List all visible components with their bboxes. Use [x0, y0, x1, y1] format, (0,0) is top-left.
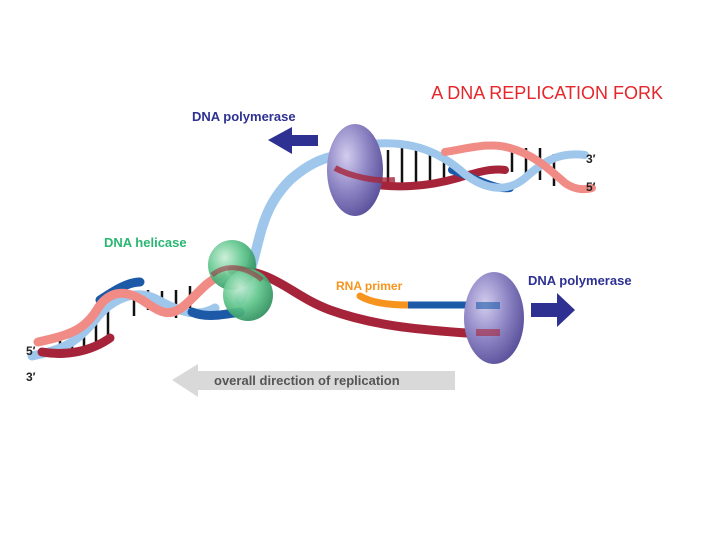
- label-polymerase-top: DNA polymerase: [192, 109, 296, 124]
- arrow-polymerase-top: [268, 127, 318, 154]
- polymerase-bottom: [464, 272, 524, 364]
- end-label-left-5: 5′: [26, 344, 36, 358]
- parental-strand-light: [27, 290, 220, 361]
- end-label-left-3: 3′: [26, 370, 36, 384]
- rna-primer-strand: [356, 292, 412, 309]
- polymerase-top: [327, 124, 396, 216]
- arrow-polymerase-bottom: [531, 293, 575, 327]
- end-label-top-3: 3′: [586, 152, 596, 166]
- label-helicase: DNA helicase: [104, 235, 187, 250]
- lagging-template-strand: [227, 265, 483, 339]
- leading-new-strand: [356, 165, 509, 191]
- label-polymerase-bottom: DNA polymerase: [528, 273, 632, 288]
- leading-salmon-strand: [441, 141, 596, 194]
- label-primer: RNA primer: [336, 279, 403, 293]
- helicase: [208, 240, 273, 321]
- leading-template-continued: [356, 139, 589, 192]
- parental-helix: [27, 270, 245, 361]
- diagram-title: A DNA REPLICATION FORK: [431, 83, 663, 103]
- end-label-top-5: 5′: [586, 180, 596, 194]
- parental-strand-salmon: [33, 270, 227, 347]
- parental-strand-dark-red: [37, 333, 115, 358]
- direction-label: overall direction of replication: [214, 373, 400, 388]
- direction-arrow: overall direction of replication: [172, 364, 455, 397]
